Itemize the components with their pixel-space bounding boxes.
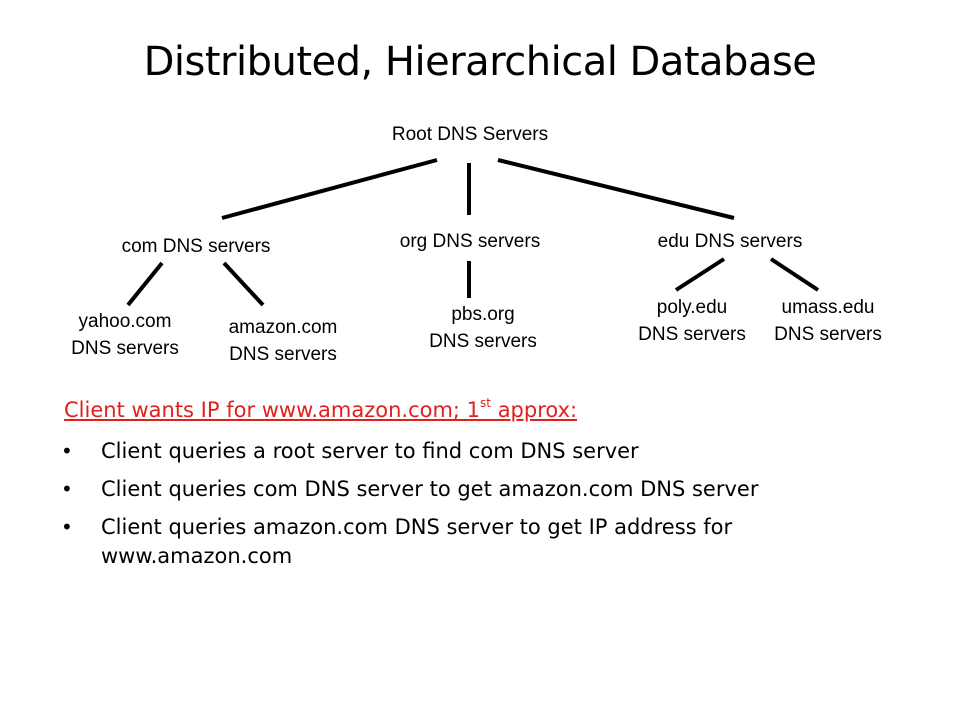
bullet-list: •Client queries a root server to find co…: [60, 428, 860, 571]
hierarchy-connectors: [126, 158, 820, 307]
yahoo-dns-servers-label: yahoo.com DNS servers: [71, 311, 179, 359]
edu-dns-servers-label: edu DNS servers: [657, 231, 803, 252]
edge-edu-umass: [769, 257, 820, 292]
slide-title: Distributed, Hierarchical Database: [143, 39, 817, 85]
bullet-dot-icon: •: [61, 439, 73, 463]
bullet-item: •Client queries com DNS server to get am…: [60, 475, 860, 504]
pbs-dns-servers-label: pbs.org DNS servers: [429, 304, 537, 352]
edge-com-yahoo: [126, 261, 164, 307]
bullet-item: •Client queries amazon.com DNS server to…: [61, 515, 733, 568]
poly-dns-servers-label: poly.edu DNS servers: [638, 297, 746, 345]
amazon-dns-servers-label: amazon.com DNS servers: [228, 317, 338, 365]
scenario-heading: Client wants IP for www.amazon.com; 1st …: [64, 396, 578, 422]
bullet-dot-icon: •: [61, 477, 73, 501]
bullet-dot-icon: •: [61, 515, 73, 539]
root-dns-servers-label: Root DNS Servers: [391, 124, 549, 145]
edge-root-edu: [497, 158, 735, 220]
edge-root-com: [221, 158, 438, 220]
umass-dns-servers-label: umass.edu DNS servers: [774, 297, 882, 345]
org-dns-servers-label: org DNS servers: [399, 231, 541, 252]
edge-com-amazon: [222, 261, 265, 307]
com-dns-servers-label: com DNS servers: [121, 236, 271, 257]
edge-edu-poly: [674, 257, 726, 292]
bullet-item: •Client queries a root server to find co…: [60, 437, 860, 466]
